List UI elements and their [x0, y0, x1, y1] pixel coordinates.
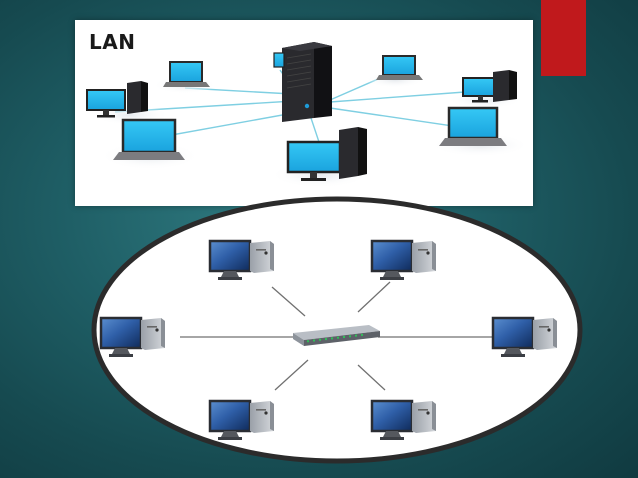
desktop-computer-icon — [462, 70, 517, 103]
desktop-computer-icon — [286, 127, 367, 181]
desktop-monitor-icon — [273, 52, 285, 68]
lan-diagram-svg — [86, 42, 530, 188]
red-accent-bar — [541, 0, 586, 76]
laptop-icon — [376, 55, 423, 80]
laptop-icon — [113, 118, 185, 160]
star-links — [180, 281, 493, 391]
laptop-icon — [439, 106, 507, 146]
laptop-icon — [163, 61, 210, 87]
network-switch-icon — [293, 325, 380, 346]
lan-diagram-panel: LAN — [75, 20, 533, 206]
desktop-computer-icon — [86, 81, 148, 118]
lan-title: LAN — [89, 30, 136, 54]
server-tower-icon — [282, 42, 332, 122]
